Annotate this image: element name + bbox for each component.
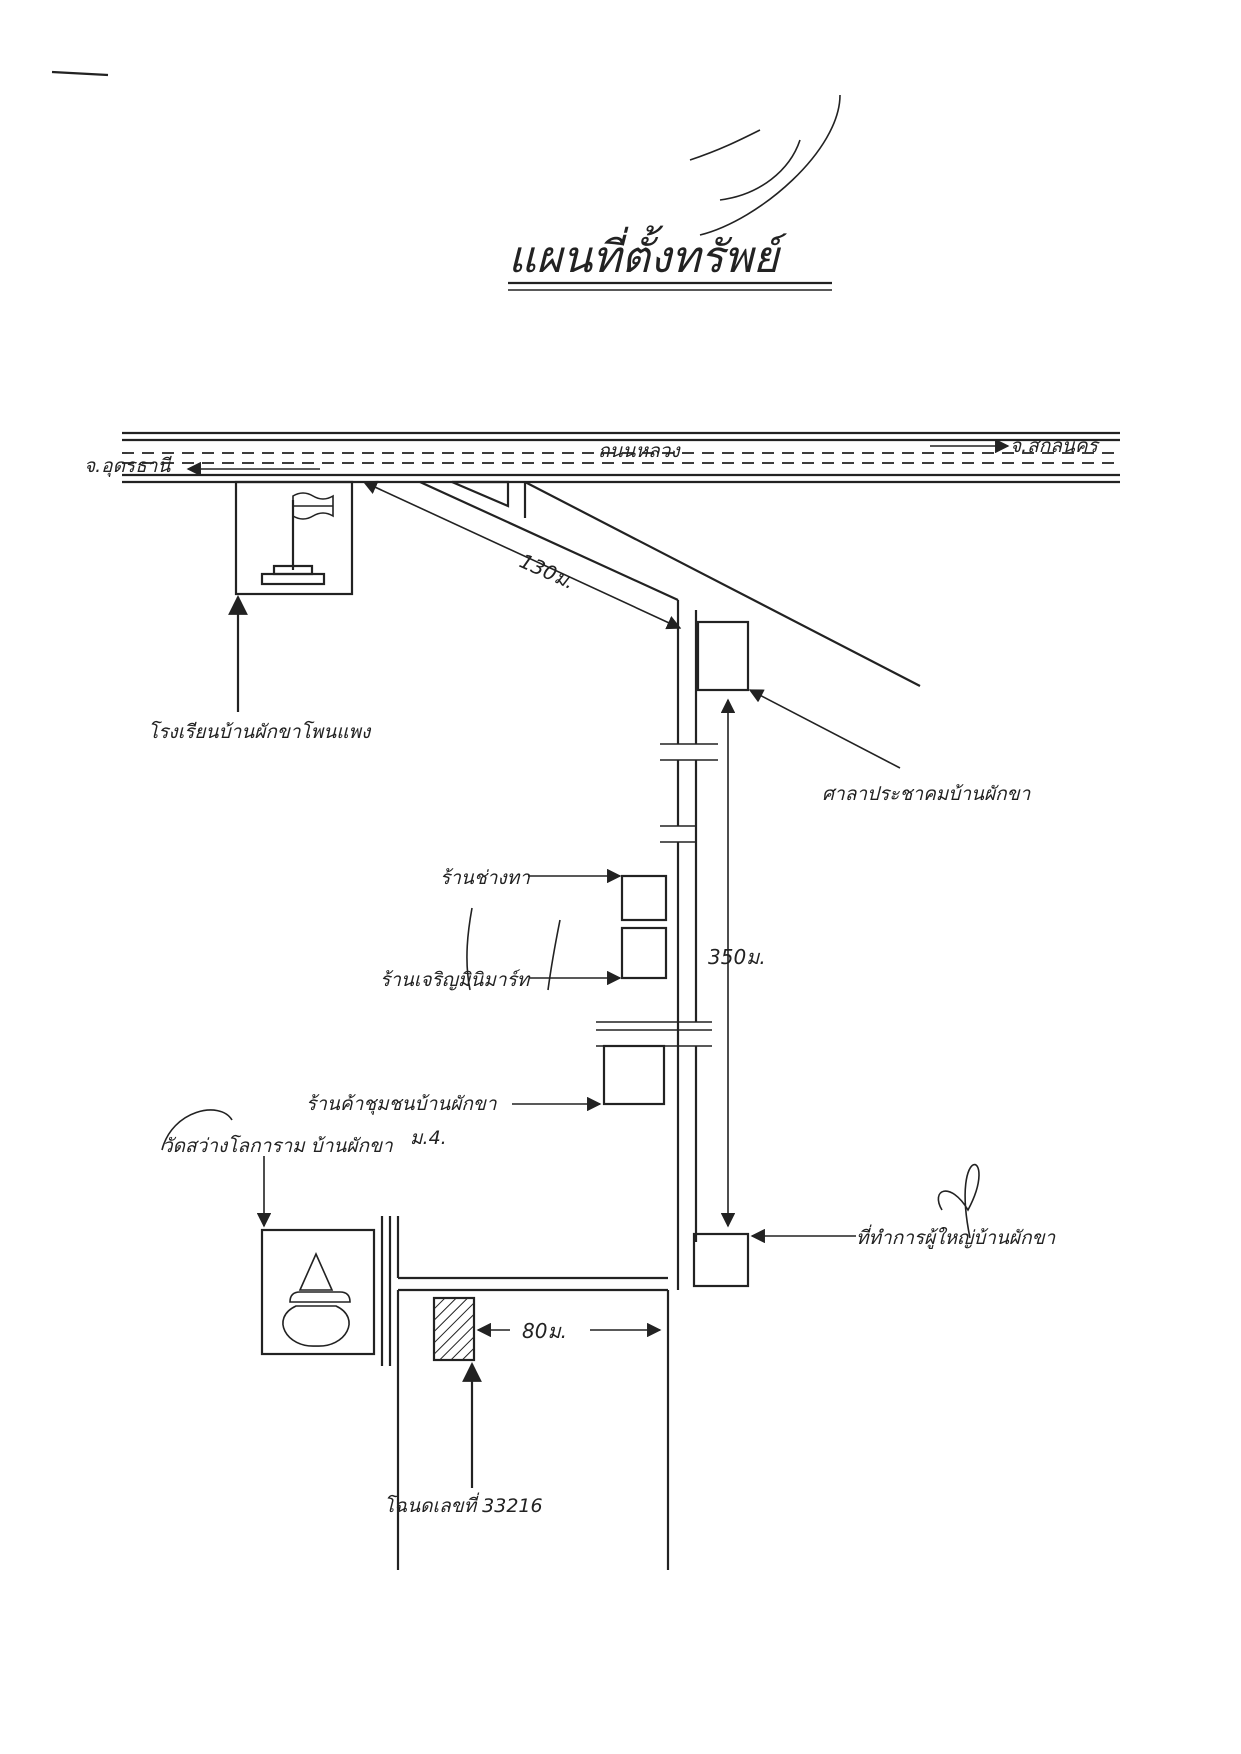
deed-label: โฉนดเลขที่ 33216: [384, 1492, 543, 1517]
side-alley-marks: [596, 743, 718, 1047]
traffic-island: [451, 480, 510, 508]
title-flourish: [689, 94, 841, 236]
west-destination-label: จ.อุดรธานี: [84, 455, 172, 477]
coop-shop-box: [602, 1044, 666, 1106]
temple-flourish: [161, 1109, 233, 1151]
shop2-box: [620, 926, 668, 980]
shop1-label: ร้านช่างทา: [440, 867, 531, 889]
pavilion-box: [696, 620, 750, 692]
pavilion-label: ศาลาประชาคมบ้านผักขา: [822, 783, 1032, 805]
office-box: [692, 1232, 750, 1288]
scan-mark: [51, 70, 109, 77]
village-road: [666, 600, 698, 1570]
distance-80m-label: 80ม.: [522, 1319, 567, 1343]
pavilion-arrow: [748, 689, 901, 769]
stupa-icon: [282, 1252, 351, 1347]
flag-icon: [260, 492, 334, 586]
temple-moo-label: ม.4.: [410, 1127, 447, 1149]
dimension-130m: [362, 480, 682, 630]
temple-label: วัดสว่างโลการาม บ้านผักขา: [162, 1134, 394, 1157]
land-plot: [432, 1296, 476, 1362]
distance-130m-label: 130ม.: [516, 549, 578, 594]
office-label: ที่ทำการผู้ใหญ่บ้านผักขา: [856, 1224, 1057, 1249]
distance-350m-label: 350ม.: [708, 945, 766, 969]
coop-shop-label: ร้านค้าชุมชนบ้านผักขา: [306, 1093, 498, 1115]
office-flourish: [937, 1163, 980, 1239]
school-box: [234, 480, 354, 596]
main-road-label: ถนนหลวง: [598, 440, 681, 462]
east-destination-label: จ.สกลนคร: [1010, 435, 1101, 457]
shop2-flourish: [466, 907, 561, 991]
temple-box: [260, 1228, 376, 1356]
side-soi: [380, 1216, 668, 1570]
school-label: โรงเรียนบ้านผักขาโพนแพง: [148, 720, 372, 743]
shop2-label: ร้านเจริญมินิมาร์ท: [380, 969, 531, 991]
diagonal-branch-road: [419, 480, 921, 687]
map-title: แผนที่ตั้งทรัพย์: [508, 225, 788, 283]
shop1-box: [620, 874, 668, 922]
